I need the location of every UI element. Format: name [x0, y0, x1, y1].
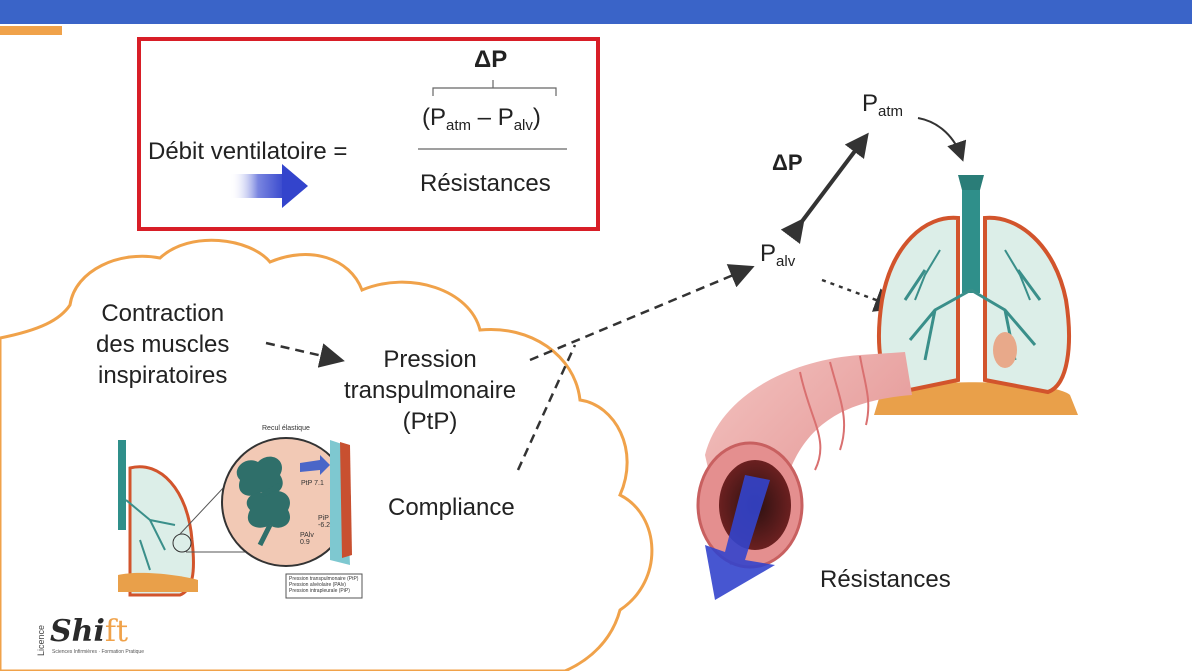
palv-label: Palv — [760, 240, 796, 270]
resistances-label: Résistances — [820, 566, 951, 593]
small-lung-illustration — [118, 440, 198, 597]
delta-p-double-arrow — [780, 132, 869, 244]
formula-box — [137, 37, 600, 231]
arrow-patm-to-trachea — [917, 117, 967, 162]
logo-tagline: Sciences Infirmières · Formation Pratiqu… — [52, 649, 144, 655]
inset-ptp: PtP 7.1 — [301, 480, 324, 487]
patm-label: Patm — [862, 90, 904, 120]
logo-shift: Shift — [50, 614, 129, 649]
cloud-shape — [0, 238, 654, 671]
inset-legend: Pression transpulmonaire (PtP) Pression … — [289, 576, 359, 594]
logo-side-text: Licence — [36, 624, 46, 656]
inset-pip: PiP -6.2 — [318, 515, 331, 529]
expiration-arrow-icon — [705, 475, 775, 600]
formula-delta-p: ΔP — [474, 46, 508, 73]
inset-title: Recul élastique — [262, 425, 310, 432]
formula-denominator: Résistances — [420, 170, 551, 197]
top-accent — [0, 26, 62, 35]
inset-palv: PAlv 0.9 — [300, 532, 314, 546]
compliance-label: Compliance — [388, 494, 515, 521]
arrow-contraction-to-pression — [265, 341, 345, 368]
arrow-compliance-up — [516, 344, 577, 471]
pression-label: Pression transpulmonaire (PtP) — [343, 346, 517, 435]
formula-left-label: Débit ventilatoire = — [148, 138, 348, 165]
delta-bracket — [432, 80, 557, 96]
formula-numerator: (Patm – Palv) — [422, 104, 541, 134]
inset-legend-box — [285, 573, 363, 599]
top-bar — [0, 0, 1192, 24]
alveoli-inset-illustration — [221, 437, 352, 567]
lungs-illustration — [874, 175, 1078, 415]
delta-p-label: ΔP — [772, 150, 803, 175]
arrow-pression-to-palv — [529, 264, 755, 362]
contraction-label: Contraction des muscles inspiratoires — [96, 300, 230, 389]
flow-arrow-icon — [230, 164, 308, 208]
